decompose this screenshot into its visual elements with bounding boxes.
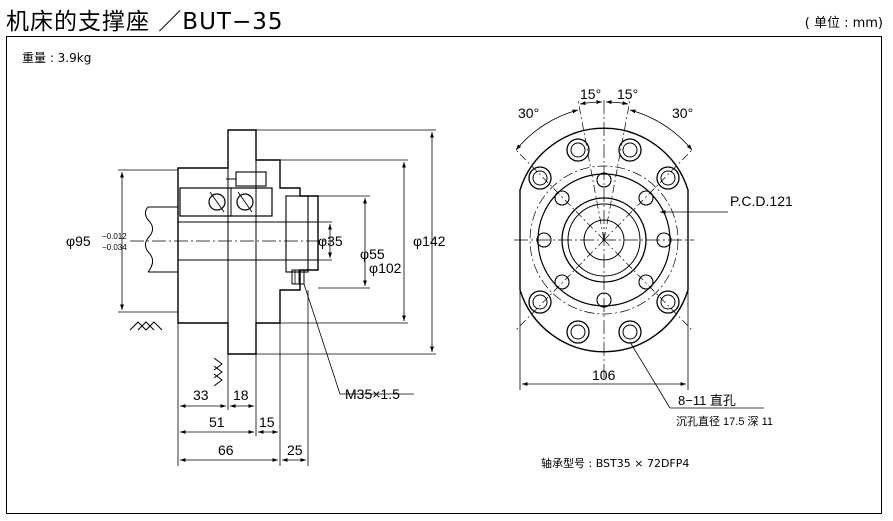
- front-dimension-labels: 30° 15° 15° 30° P.C.D.121 106 8−11 直孔 沉孔…: [518, 86, 793, 428]
- mounting-hole: [656, 290, 680, 314]
- drawing-frame: [6, 36, 882, 514]
- dim-18: 18: [233, 387, 249, 403]
- surface-finish-mark: [129, 321, 163, 331]
- unit-label: ( 单位 : mm): [804, 16, 883, 31]
- inner-hole: [596, 292, 612, 308]
- pcd-label: P.C.D.121: [730, 193, 793, 209]
- housing-body: [177, 129, 319, 355]
- mounting-hole: [618, 320, 642, 344]
- dim-d142: φ142: [413, 233, 446, 249]
- bearing-model-note: 轴承型号 : BST35 × 72DFP4: [541, 457, 690, 470]
- inner-hole: [638, 274, 654, 290]
- angle-30-right: 30°: [672, 105, 693, 121]
- dim-d95: φ95: [66, 233, 91, 249]
- angle-arcs: [515, 100, 693, 151]
- dim-106: 106: [592, 367, 616, 383]
- counterbore-label: 沉孔直径 17.5 深 11: [676, 414, 773, 428]
- weight-label: 重量 : 3.9kg: [22, 51, 92, 65]
- inner-hole: [536, 232, 552, 248]
- inner-hole: [554, 190, 570, 206]
- side-dimension-labels: φ95 −0.012 −0.034 φ35 φ55 φ102 φ142 33 1…: [66, 232, 446, 458]
- dim-tol-upper: −0.012: [102, 232, 127, 241]
- inner-holes: [536, 172, 672, 308]
- dim-51: 51: [209, 414, 225, 430]
- grease-fitting: [235, 171, 267, 187]
- dim-d55: φ55: [360, 246, 385, 262]
- angle-15-left: 15°: [580, 86, 601, 102]
- lock-nut: [285, 195, 309, 273]
- mounting-holes: [528, 138, 680, 344]
- mounting-hole: [656, 166, 680, 190]
- page-title: 机床的支撑座 ／BUT−35: [6, 9, 284, 35]
- bearing-block: [179, 187, 273, 217]
- mounting-hole: [528, 166, 552, 190]
- front-dimensions: [519, 210, 764, 409]
- inner-hole: [596, 172, 612, 188]
- ball-1: [208, 193, 226, 211]
- angle-30-left: 30°: [518, 105, 539, 121]
- inner-hole: [554, 274, 570, 290]
- dim-15: 15: [259, 414, 275, 430]
- shaft-break: [144, 206, 154, 273]
- dim-33: 33: [193, 387, 209, 403]
- ball-2: [236, 193, 254, 211]
- holes-label: 8−11 直孔: [678, 393, 736, 408]
- side-view: [129, 129, 330, 387]
- thread-label: M35×1.5: [345, 386, 400, 402]
- inner-hole: [656, 232, 672, 248]
- angle-lines: [515, 99, 693, 331]
- dim-tol-lower: −0.034: [102, 243, 127, 252]
- set-screw: [291, 269, 305, 285]
- side-dimensions: [118, 129, 436, 466]
- mounting-hole: [566, 320, 590, 344]
- inner-hole: [638, 190, 654, 206]
- dim-d102: φ102: [369, 260, 402, 276]
- dim-66: 66: [218, 442, 234, 458]
- mounting-hole: [566, 138, 590, 162]
- angle-15-right: 15°: [617, 86, 638, 102]
- mounting-hole: [528, 290, 552, 314]
- dim-d35: φ35: [318, 233, 343, 249]
- dim-25: 25: [287, 442, 303, 458]
- surface-finish-mark-2: [213, 357, 223, 387]
